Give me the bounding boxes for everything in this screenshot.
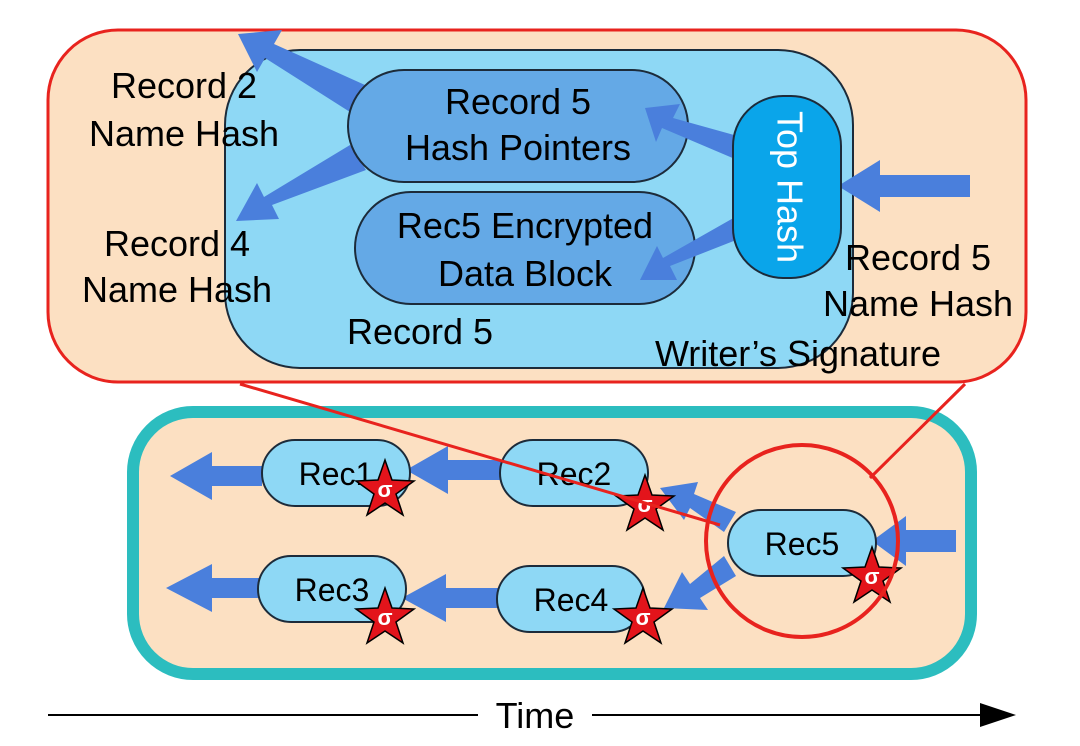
arrow-rec1-prev bbox=[170, 452, 262, 500]
rec4-label: Rec4 bbox=[534, 582, 609, 618]
arrow-tophash-to-datablock bbox=[640, 212, 754, 280]
record5-label: Record 5 bbox=[347, 311, 493, 352]
zoom-line-right bbox=[868, 382, 967, 480]
arrow-to-record2 bbox=[238, 30, 365, 112]
arrow-to-record4 bbox=[236, 145, 366, 221]
arrow-into-rec5 bbox=[872, 516, 956, 566]
writer-signature-label: Writer’s Signature bbox=[655, 333, 941, 374]
rec3-sigma: σ bbox=[377, 605, 392, 630]
zoom-line-left bbox=[239, 382, 721, 527]
hash-pointers-label-line1: Record 5 bbox=[445, 81, 591, 122]
record5-name-hash-line2: Name Hash bbox=[823, 283, 1013, 324]
rec3-block bbox=[257, 555, 407, 623]
record4-name-hash-line1: Record 4 bbox=[104, 223, 250, 264]
rec2-block bbox=[499, 439, 649, 507]
rec5-block bbox=[727, 509, 877, 577]
hash-pointers-label-line2: Hash Pointers bbox=[405, 127, 631, 168]
arrow-rec4-to-rec3 bbox=[402, 574, 500, 622]
rec1-signature-star: σ bbox=[353, 457, 417, 517]
time-arrowhead bbox=[980, 703, 1016, 727]
rec4-signature-star: σ bbox=[611, 585, 675, 645]
record2-name-hash-line1: Record 2 bbox=[111, 65, 257, 106]
rec5-label: Rec5 bbox=[765, 526, 840, 562]
arrow-into-tophash bbox=[838, 160, 970, 212]
rec4-sigma: σ bbox=[635, 605, 650, 630]
rec5-sigma: σ bbox=[864, 564, 879, 589]
rec1-sigma: σ bbox=[377, 477, 392, 502]
rec3-label: Rec3 bbox=[295, 572, 370, 608]
record2-name-hash-line2: Name Hash bbox=[89, 113, 279, 154]
arrow-rec5-to-rec2 bbox=[660, 482, 736, 532]
top-hash-label: Top Hash bbox=[769, 111, 810, 263]
rec3-signature-star: σ bbox=[353, 585, 417, 645]
arrow-rec2-to-rec1 bbox=[406, 446, 502, 494]
time-label: Time bbox=[496, 695, 575, 736]
record4-name-hash-line2: Name Hash bbox=[82, 269, 272, 310]
arrow-rec5-to-rec4 bbox=[664, 556, 736, 610]
arrow-tophash-to-hashpointers bbox=[645, 104, 752, 162]
top-hash-block bbox=[732, 95, 842, 279]
arrow-rec3-prev bbox=[166, 564, 262, 612]
data-block-label-line1: Rec5 Encrypted bbox=[397, 205, 653, 246]
record5-name-hash-line1: Record 5 bbox=[845, 237, 991, 278]
zoom-circle bbox=[704, 443, 900, 639]
rec1-label: Rec1 bbox=[299, 456, 374, 492]
data-block-label-line2: Data Block bbox=[438, 253, 613, 294]
